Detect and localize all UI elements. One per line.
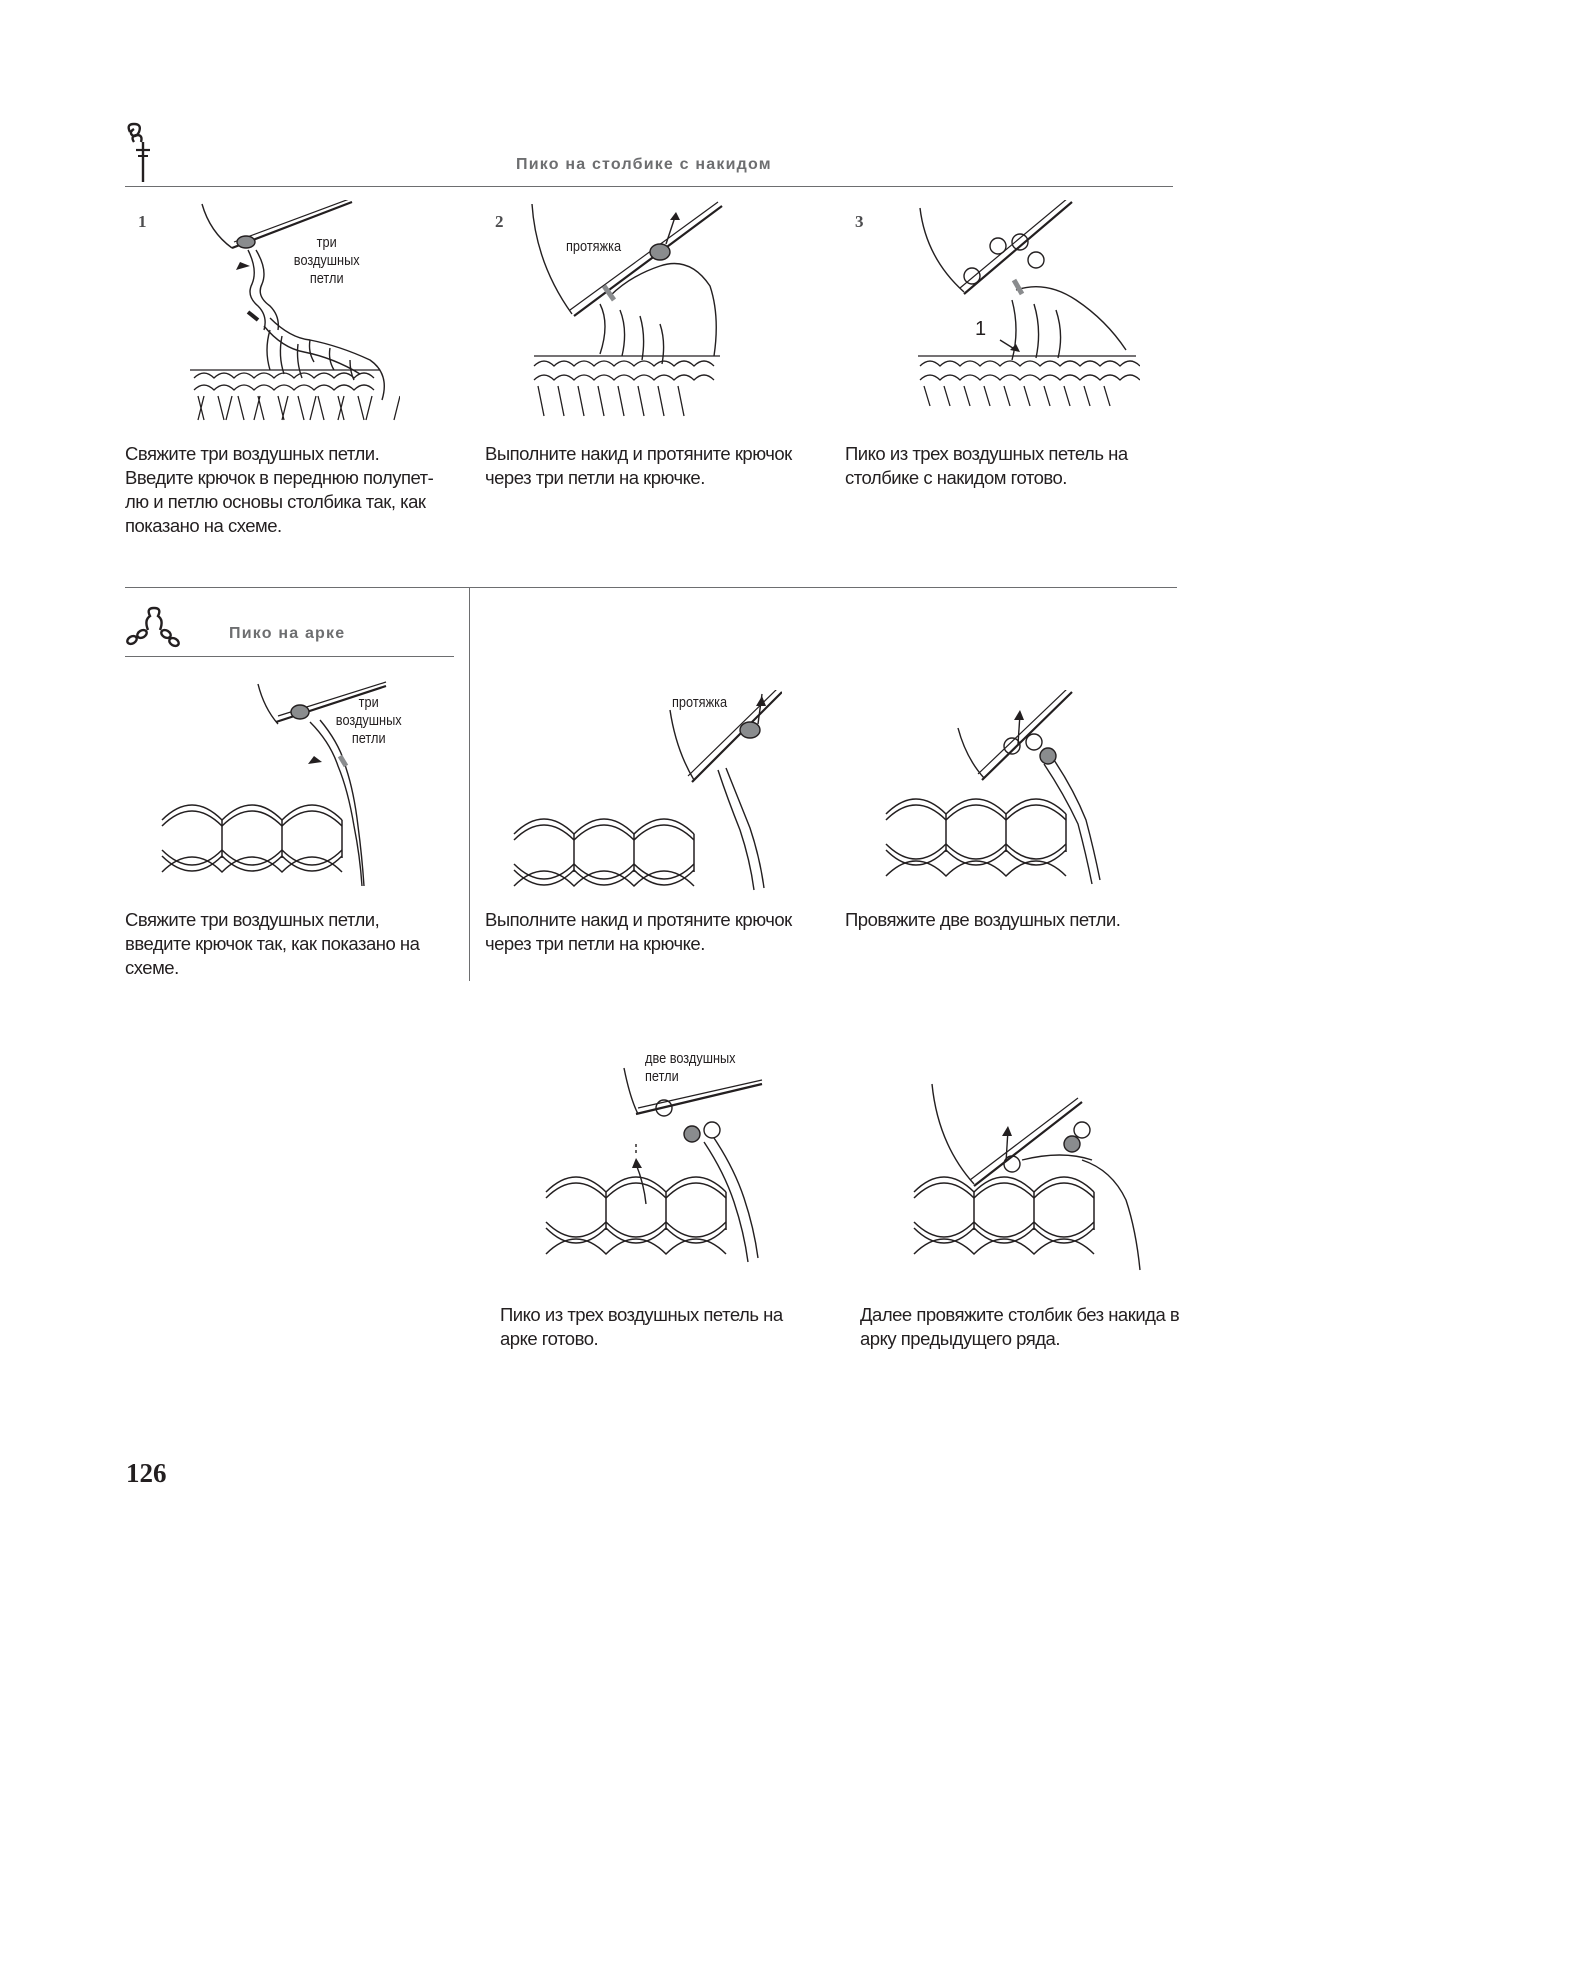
crochet-diagram-step-1	[190, 200, 400, 421]
caption-arch-step-2: Выполните накид и протяните крючок через…	[485, 909, 792, 954]
label-two-chains: две воздушных петли	[645, 1051, 736, 1085]
picot-arch-symbol-icon	[126, 606, 180, 648]
section-title-picot-arch: Пико на арке	[229, 625, 346, 642]
crochet-diagram-arch-step-2	[513, 690, 782, 891]
caption-step-2: Выполните накид и протяните крючок через…	[485, 443, 792, 488]
crochet-diagram-arch-step-5	[913, 1083, 1141, 1271]
caption-arch-step-3: Провяжите две воздушных петли.	[845, 909, 1121, 930]
step-number: 1	[138, 212, 147, 231]
label-pull-through: протяжка	[566, 239, 622, 255]
stitch-symbol-icon	[127, 122, 150, 182]
label-pull-through: протяжка	[672, 695, 728, 711]
caption-arch-step-5: Далее провяжите столбик без накида в арк…	[860, 1304, 1180, 1349]
label-number-one: 1	[975, 318, 987, 340]
section-title-picot-dc: Пико на столбике с накидом	[516, 156, 772, 173]
section-divider	[125, 186, 1173, 188]
caption-arch-step-1: Свяжите три воздушных петли, введите крю…	[125, 909, 420, 978]
crochet-diagram-step-3	[918, 200, 1140, 407]
caption-step-1: Свяжите три воздушных петли. Введите крю…	[125, 443, 434, 536]
page-number: 126	[126, 1458, 167, 1488]
label-three-chains: три воздушных петли	[335, 695, 402, 747]
caption-arch-step-4: Пико из трех воздушных петель на арке го…	[500, 1304, 783, 1349]
crochet-diagram-arch-step-4	[545, 1067, 763, 1263]
crochet-diagram-arch-step-3	[885, 690, 1101, 885]
section-subdivider	[125, 656, 454, 658]
crochet-diagram-step-2	[531, 201, 723, 417]
crochet-diagram-arch-step-1	[161, 681, 387, 887]
step-number: 2	[495, 212, 504, 231]
section-divider	[125, 587, 1177, 589]
label-three-chains: три воздушных петли	[293, 235, 360, 287]
column-divider	[469, 588, 471, 981]
caption-step-3: Пико из трех воздушных петель на столбик…	[845, 443, 1128, 488]
step-number: 3	[855, 212, 864, 231]
